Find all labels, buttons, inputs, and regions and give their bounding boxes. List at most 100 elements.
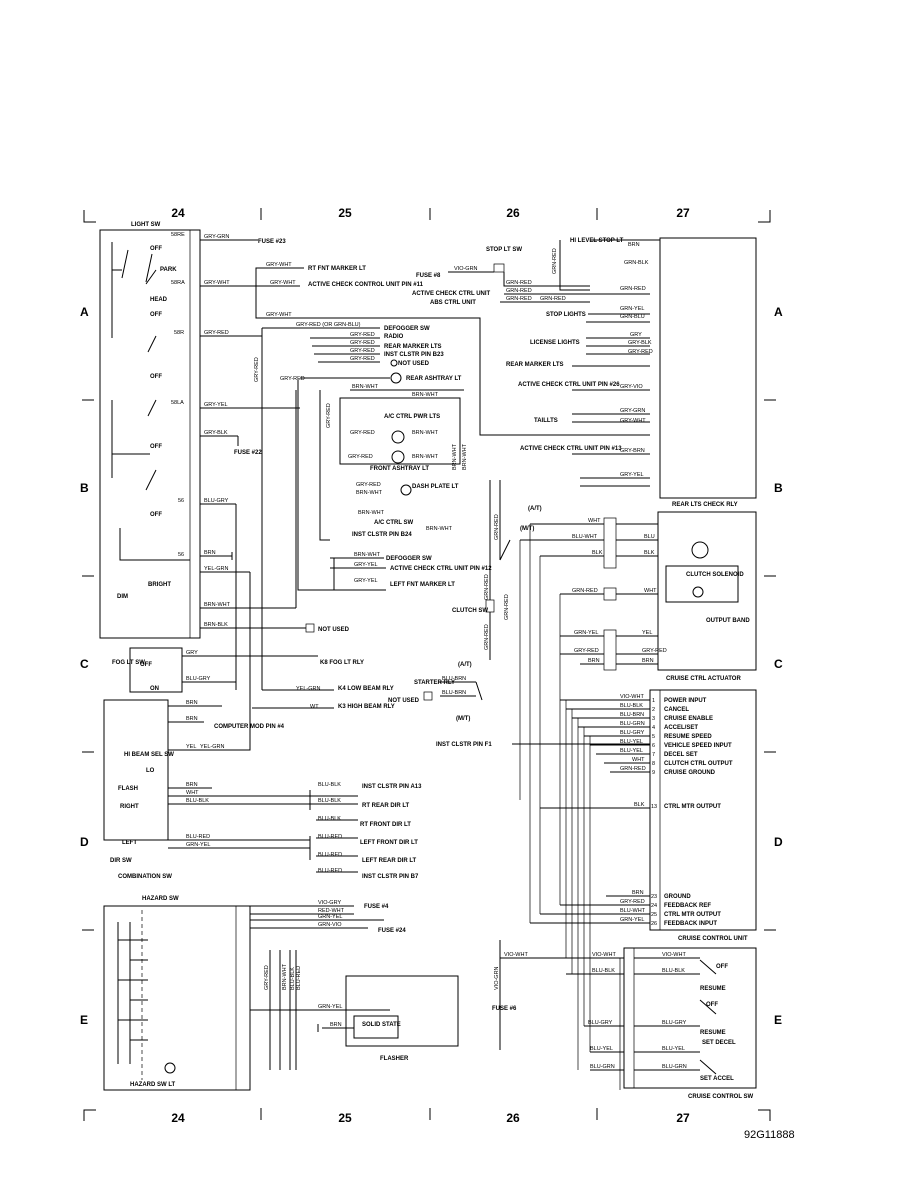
svg-text:BLU-GRY: BLU-GRY	[662, 1020, 687, 1026]
svg-text:BLU-YEL: BLU-YEL	[620, 739, 643, 745]
svg-text:YEL-GRN: YEL-GRN	[204, 566, 228, 572]
svg-text:A/C CTRL PWR LTS: A/C CTRL PWR LTS	[384, 414, 440, 420]
svg-text:GRY-GRN: GRY-GRN	[204, 234, 229, 240]
svg-text:(A/T): (A/T)	[458, 662, 472, 668]
col-label: 26	[506, 206, 520, 220]
svg-text:GRY-WHT: GRY-WHT	[620, 418, 646, 424]
svg-text:FOG LT SW: FOG LT SW	[112, 660, 145, 666]
svg-text:GRN-RED: GRN-RED	[506, 280, 532, 286]
svg-text:BLU-GRY: BLU-GRY	[186, 676, 211, 682]
svg-text:ON: ON	[150, 686, 159, 692]
svg-text:BLU-BLK: BLU-BLK	[592, 968, 615, 974]
svg-text:VIO-WHT: VIO-WHT	[620, 694, 644, 700]
svg-text:RESUME SPEED: RESUME SPEED	[664, 734, 712, 740]
svg-text:YEL: YEL	[186, 744, 196, 750]
svg-text:GRY-RED: GRY-RED	[350, 430, 375, 436]
svg-text:ACTIVE CHECK CONTROL UNIT PIN: ACTIVE CHECK CONTROL UNIT PIN #11	[308, 282, 424, 288]
svg-text:25: 25	[651, 912, 657, 918]
svg-text:DECEL SET: DECEL SET	[664, 752, 698, 758]
dim-label: DIM	[117, 594, 128, 600]
svg-text:RT FRONT DIR LT: RT FRONT DIR LT	[360, 822, 411, 828]
svg-text:TAILLTS: TAILLTS	[534, 418, 558, 424]
park-label: PARK	[160, 267, 177, 273]
svg-text:HI BEAM SEL SW: HI BEAM SEL SW	[124, 752, 174, 758]
svg-text:8: 8	[652, 761, 655, 767]
svg-text:BLU-GRN: BLU-GRN	[662, 1064, 687, 1070]
svg-text:LEFT FNT MARKER LT: LEFT FNT MARKER LT	[390, 582, 455, 588]
svg-text:CLUTCH SOLENOID: CLUTCH SOLENOID	[686, 572, 744, 578]
svg-text:NOT USED: NOT USED	[398, 361, 430, 367]
svg-text:GRN-YEL: GRN-YEL	[620, 917, 644, 923]
svg-text:FUSE #6: FUSE #6	[492, 1006, 517, 1012]
svg-text:GRN-RED: GRN-RED	[484, 624, 490, 650]
flasher: SOLID STATE FLASHER BRN	[317, 975, 459, 1062]
svg-text:CRUISE CTRL ACTUATOR: CRUISE CTRL ACTUATOR	[666, 676, 741, 682]
svg-text:LEFT REAR DIR LT: LEFT REAR DIR LT	[362, 858, 417, 864]
svg-text:BRN-WHT: BRN-WHT	[354, 552, 381, 558]
svg-text:ACTIVE CHECK CTRL UNIT PIN #26: ACTIVE CHECK CTRL UNIT PIN #26	[518, 382, 620, 388]
direction-lights: BLU-BLK INST CLSTR PIN A13 BLU-BLK RT RE…	[309, 782, 422, 880]
svg-text:GRN-BLU: GRN-BLU	[620, 314, 645, 320]
svg-text:GRY-RED: GRY-RED	[620, 899, 645, 905]
svg-text:BRN-BLK: BRN-BLK	[204, 622, 228, 628]
svg-text:GRY-YEL: GRY-YEL	[354, 562, 378, 568]
svg-text:ACTIVE CHECK CTRL UNIT PIN #13: ACTIVE CHECK CTRL UNIT PIN #13	[520, 446, 622, 452]
svg-text:BLU-RED: BLU-RED	[186, 834, 210, 840]
svg-text:GRY-RED: GRY-RED	[254, 357, 260, 382]
svg-text:LEFT FRONT DIR LT: LEFT FRONT DIR LT	[360, 840, 418, 846]
col-label: 27	[676, 1111, 690, 1125]
svg-text:3: 3	[652, 716, 655, 722]
svg-text:SET ACCEL: SET ACCEL	[700, 1076, 734, 1082]
rear-lights: HI LEVEL STOP LT GRN-RED BRN GRN-BLK REA…	[506, 237, 757, 508]
row-label: D	[80, 835, 89, 849]
svg-text:SET DECEL: SET DECEL	[702, 1040, 736, 1046]
svg-text:BLU-GRN: BLU-GRN	[590, 1064, 615, 1070]
svg-text:YEL-GRN: YEL-GRN	[296, 686, 320, 692]
svg-text:BRN-WHT: BRN-WHT	[412, 430, 439, 436]
svg-text:GRY-RED: GRY-RED	[628, 349, 653, 355]
col-label: 24	[171, 206, 185, 220]
svg-text:GRN-YEL: GRN-YEL	[186, 842, 210, 848]
svg-text:BRN: BRN	[204, 550, 216, 556]
svg-text:RESUME: RESUME	[700, 986, 726, 992]
svg-text:(M/T): (M/T)	[520, 526, 534, 532]
svg-text:BLU-YEL: BLU-YEL	[662, 1046, 685, 1052]
svg-text:WHT: WHT	[644, 588, 657, 594]
svg-text:FUSE #24: FUSE #24	[378, 928, 406, 934]
svg-text:WHT: WHT	[632, 757, 645, 763]
svg-text:13: 13	[651, 804, 657, 810]
svg-text:GRY-BLK: GRY-BLK	[204, 430, 228, 436]
svg-text:CTRL MTR OUTPUT: CTRL MTR OUTPUT	[664, 804, 721, 810]
pin-58re: 58RE	[171, 232, 185, 238]
light-sw-label: LIGHT SW	[131, 222, 161, 228]
pin-58r: 58R	[174, 330, 184, 336]
svg-text:HAZARD SW: HAZARD SW	[142, 896, 179, 902]
svg-text:RADIO: RADIO	[384, 334, 404, 340]
svg-text:BRN-WHT: BRN-WHT	[426, 526, 453, 532]
svg-text:GRY-RED: GRY-RED	[350, 340, 375, 346]
svg-text:BRN-WHT: BRN-WHT	[282, 963, 288, 990]
pin-58ra: 58RA	[171, 280, 185, 286]
svg-text:GRY-RED: GRY-RED	[642, 648, 667, 654]
svg-text:BLU-BLK: BLU-BLK	[318, 816, 341, 822]
row-label: D	[774, 835, 783, 849]
svg-text:CRUISE GROUND: CRUISE GROUND	[664, 770, 716, 776]
svg-text:STOP LT SW: STOP LT SW	[486, 247, 522, 253]
svg-text:STOP LIGHTS: STOP LIGHTS	[546, 312, 586, 318]
svg-text:GRN-RED: GRN-RED	[552, 248, 558, 274]
svg-text:OUTPUT BAND: OUTPUT BAND	[706, 618, 750, 624]
svg-text:STARTER RLY: STARTER RLY	[414, 680, 455, 686]
svg-text:BRN: BRN	[186, 782, 198, 788]
svg-text:DASH PLATE LT: DASH PLATE LT	[412, 484, 459, 490]
svg-text:GRY-VIO: GRY-VIO	[620, 384, 643, 390]
svg-text:DEFOGGER SW: DEFOGGER SW	[384, 326, 430, 332]
svg-text:BRN: BRN	[632, 890, 644, 896]
off-label: OFF	[150, 374, 162, 380]
svg-text:GRN-RED: GRN-RED	[572, 588, 598, 594]
svg-text:INST CLSTR PIN B7: INST CLSTR PIN B7	[362, 874, 419, 880]
svg-text:A/C CTRL SW: A/C CTRL SW	[374, 520, 414, 526]
center-switches: STOP LT SW FUSE #8 VIO-GRN GRN-RED GRN-R…	[388, 247, 650, 1050]
svg-text:GRY-YEL: GRY-YEL	[204, 402, 228, 408]
col-label: 27	[676, 206, 690, 220]
